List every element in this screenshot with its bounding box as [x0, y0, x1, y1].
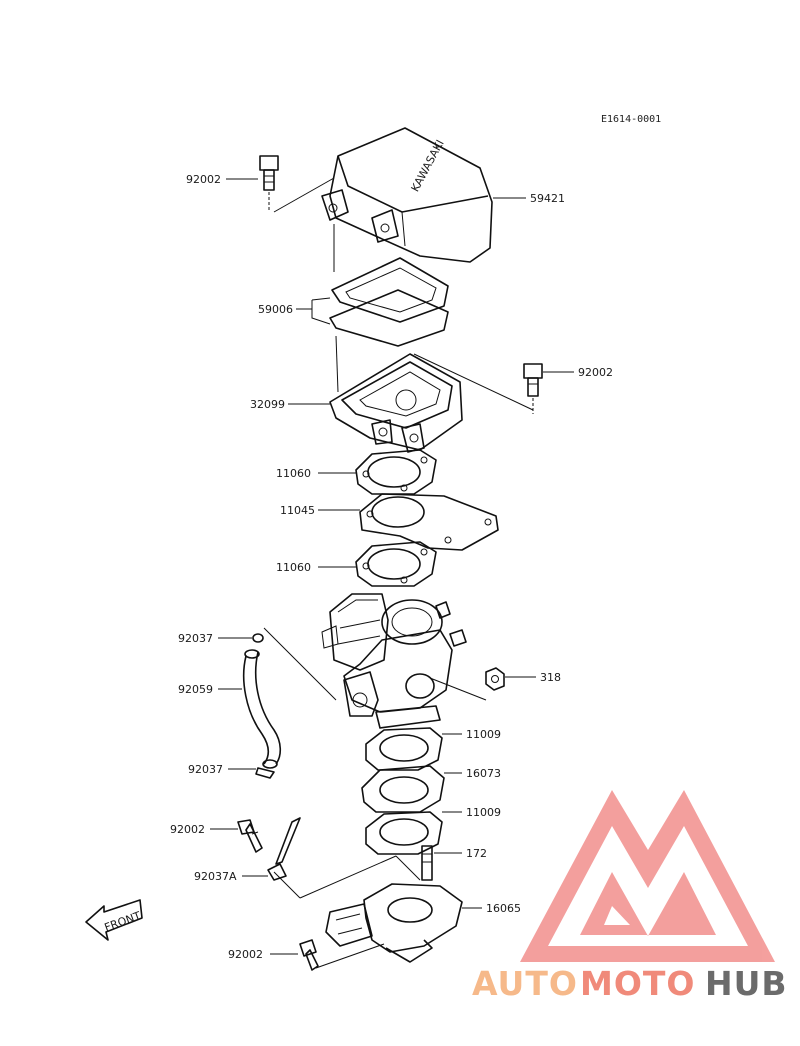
- bolt-92002-top: [259, 155, 279, 212]
- air-box-case-32099: [329, 353, 463, 453]
- part-label-32099: 32099: [250, 398, 285, 411]
- part-label-92037-lower: 92037: [188, 763, 223, 776]
- part-label-92037A: 92037A: [194, 870, 237, 883]
- part-label-59006: 59006: [258, 303, 293, 316]
- gasket-11060-bottom: [355, 541, 437, 587]
- part-label-11009-lower: 11009: [466, 806, 501, 819]
- watermark-moto: MOTO: [580, 964, 695, 1003]
- carburetor-body: [321, 593, 467, 729]
- part-number-labels: 92002 59421 59006 92002 32099 11060 1104…: [170, 173, 613, 961]
- part-label-59421: 59421: [530, 192, 565, 205]
- part-label-92002-lower-left: 92002: [170, 823, 205, 836]
- leader-lines: [210, 177, 574, 969]
- clip-92037-lower: [255, 767, 275, 779]
- watermark-logo: [520, 790, 775, 962]
- part-label-11060-top: 11060: [276, 467, 311, 480]
- bolt-92002-lower-left: [237, 819, 263, 853]
- part-label-11060-bottom: 11060: [276, 561, 311, 574]
- part-label-92002-top: 92002: [186, 173, 221, 186]
- gasket-11009-lower: [365, 811, 443, 855]
- part-label-92002-right: 92002: [578, 366, 613, 379]
- cover-brand-mark: KAWASAKI: [409, 138, 447, 194]
- part-label-11045: 11045: [280, 504, 315, 517]
- part-label-92059: 92059: [178, 683, 213, 696]
- gasket-11060-top: [355, 449, 437, 495]
- air-box-cover-59421: KAWASAKI: [321, 127, 493, 263]
- front-label: FRONT: [103, 909, 143, 934]
- bolt-92002-right: [523, 363, 543, 414]
- gasket-11009-upper: [365, 727, 443, 771]
- watermark-text: AUTO MOTO HUB: [472, 964, 788, 1003]
- bolt-92002-bottom: [299, 939, 319, 971]
- part-label-92037-upper: 92037: [178, 632, 213, 645]
- clip-92037-upper: [252, 633, 264, 643]
- stud-172: [421, 845, 433, 881]
- part-label-16073: 16073: [466, 767, 501, 780]
- watermark-auto: AUTO: [472, 964, 578, 1003]
- part-label-16065: 16065: [486, 902, 521, 915]
- filter-gaskets-59006: [329, 257, 449, 347]
- manifold-16065: [325, 883, 463, 963]
- part-label-172: 172: [466, 847, 487, 860]
- clamp-92037A: [267, 817, 301, 881]
- part-label-318: 318: [540, 671, 561, 684]
- drawing-code: E1614-0001: [601, 114, 661, 125]
- insulator-16073: [361, 765, 445, 813]
- plate-11045: [359, 493, 499, 551]
- nut-318: [485, 667, 505, 691]
- watermark-hub: HUB: [705, 964, 788, 1003]
- part-label-11009-upper: 11009: [466, 728, 501, 741]
- part-label-92002-bottom: 92002: [228, 948, 263, 961]
- front-direction-arrow: FRONT: [85, 899, 143, 941]
- hose-92059: [242, 649, 282, 769]
